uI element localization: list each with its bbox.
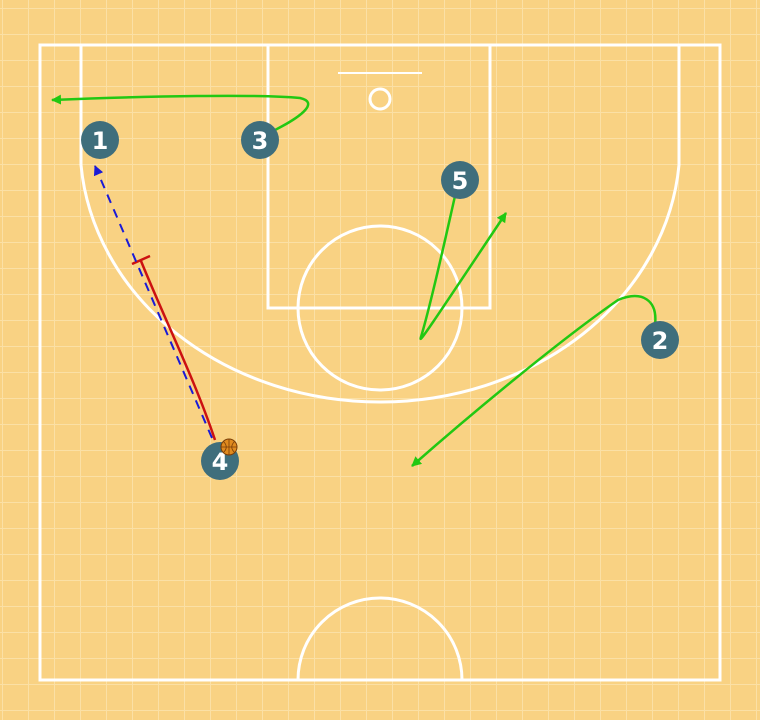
free-throw-circle	[296, 224, 464, 392]
player-2-label: 2	[652, 327, 669, 355]
dribble-stop-bar	[131, 254, 151, 266]
player-4[interactable]: 4	[201, 438, 239, 480]
player-2-cut-path	[411, 294, 657, 467]
player-1-label: 1	[92, 127, 109, 155]
player-5-token	[441, 161, 479, 199]
three-point-line	[79, 45, 681, 404]
player-4-dribble-path	[139, 260, 217, 441]
player-5[interactable]: 5	[441, 161, 479, 199]
player-3-token	[241, 121, 279, 159]
player-2-token	[641, 321, 679, 359]
player-5-cut-path	[419, 195, 508, 341]
player-2[interactable]: 2	[641, 321, 679, 359]
player-3[interactable]: 3	[241, 121, 279, 159]
basketball-icon	[220, 438, 238, 456]
player-1[interactable]: 1	[81, 121, 119, 159]
player-4-label: 4	[212, 448, 229, 476]
court-lines	[38, 43, 722, 682]
player-5-label: 5	[452, 167, 469, 195]
player-3-cut-path	[51, 94, 310, 133]
pass-4-to-1-path	[93, 165, 213, 439]
basket-rim	[368, 87, 392, 111]
player-1-token	[81, 121, 119, 159]
player-3-label: 3	[252, 127, 269, 155]
center-circle	[296, 596, 464, 681]
paint-key	[266, 43, 492, 310]
